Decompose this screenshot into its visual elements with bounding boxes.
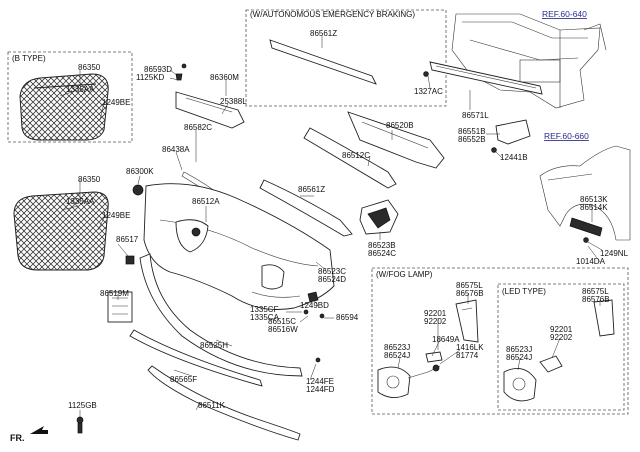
label-1244fd: 1244FD <box>306 385 335 394</box>
grille-b-type-top <box>19 73 109 141</box>
front-arrow-icon <box>30 426 48 434</box>
label-1249be-b: 1249BE <box>102 211 130 220</box>
front-carrier <box>451 13 607 109</box>
ref-60-640: REF.60-640 <box>542 9 587 19</box>
fog-lamp-box <box>371 267 629 415</box>
leader-lines <box>59 36 603 418</box>
label-86516w: 86516W <box>268 325 298 334</box>
bracket-86360m <box>175 91 245 129</box>
cover-86561z <box>259 179 353 237</box>
b-type-box <box>7 51 133 143</box>
label-fog-92201: 92201 <box>424 309 447 318</box>
label-1125gb: 1125GB <box>68 401 97 410</box>
label-1327ac: 1327AC <box>414 87 443 96</box>
label-fog-92202: 92202 <box>424 317 447 326</box>
label-86512a: 86512A <box>192 197 220 206</box>
aeb-title: (W/AUTONOMOUS EMERGENCY BRAKING) <box>250 10 415 19</box>
label-86565f: 86565F <box>170 375 197 384</box>
fog-lamp-assembly <box>377 299 479 398</box>
label-1335ca: 1335CA <box>250 313 280 322</box>
bracket-86551b <box>495 119 531 145</box>
label-led-92202: 92202 <box>550 333 573 342</box>
label-86438a: 86438A <box>162 145 190 154</box>
label-1335cf: 1335CF <box>250 305 279 314</box>
label-86519m: 86519M <box>100 289 129 298</box>
label-86515c: 86515C <box>268 317 296 326</box>
label-led-86524j: 86524J <box>506 353 532 362</box>
label-12441b: 12441B <box>500 153 528 162</box>
fog-bezel-86523b <box>359 199 399 235</box>
cover-86561z-aeb <box>269 39 377 85</box>
label-86561z-aeb: 86561Z <box>310 29 337 38</box>
label-fog-18649a: 18649A <box>432 335 460 344</box>
emblem-86300k <box>132 184 144 196</box>
led-type-box <box>497 283 625 411</box>
label-fog-86575l: 86575L <box>456 281 483 290</box>
label-fog-86576b: 86576B <box>456 289 484 298</box>
label-86552b: 86552B <box>458 135 486 144</box>
clip-86515c <box>307 291 319 303</box>
label-86360m: 86360M <box>210 73 239 82</box>
label-86561z: 86561Z <box>298 185 325 194</box>
label-86523b: 86523B <box>368 241 396 250</box>
label-86514k: 86514K <box>580 203 608 212</box>
label-led-86575l: 86575L <box>582 287 609 296</box>
label-fog-86524j: 86524J <box>384 351 410 360</box>
label-fog-1416lk: 1416LK <box>456 343 484 352</box>
label-fog-86523j: 86523J <box>384 343 410 352</box>
label-86524d: 86524D <box>318 275 346 284</box>
label-86582c: 86582C <box>184 123 212 132</box>
label-86593d: 86593D <box>144 65 172 74</box>
label-led-92201: 92201 <box>550 325 573 334</box>
label-86512c: 86512C <box>342 151 370 160</box>
fog-lamp-title: (W/FOG LAMP) <box>376 270 433 279</box>
label-1244fe: 1244FE <box>306 377 334 386</box>
label-86513k: 86513K <box>580 195 608 204</box>
clip-86517 <box>125 255 135 265</box>
label-1249be: 1249BE <box>102 98 130 107</box>
label-86300k: 86300K <box>126 167 154 176</box>
label-86511k: 86511K <box>198 401 226 410</box>
label-led-86523j: 86523J <box>506 345 532 354</box>
label-led-86576b: 86576B <box>582 295 610 304</box>
label-86525h: 86525H <box>200 341 228 350</box>
label-1249bd: 1249BD <box>300 301 329 310</box>
label-86524c: 86524C <box>368 249 396 258</box>
part-labels: 86350 1335AA 1249BE 86593D 1125KD 86360M… <box>10 29 629 443</box>
part-86513k <box>569 217 603 237</box>
bumper-beam <box>429 61 543 95</box>
aeb-box <box>245 9 447 107</box>
label-25388l: 25388L <box>220 97 247 106</box>
label-fog-81774: 81774 <box>456 351 479 360</box>
label-front: FR. <box>10 433 25 443</box>
led-fog-assembly <box>503 299 615 402</box>
label-86350: 86350 <box>78 63 101 72</box>
strip-86511k <box>147 365 301 441</box>
bumper-fascia-86512a <box>143 183 335 310</box>
ref-60-660: REF.60-660 <box>544 131 589 141</box>
label-86594: 86594 <box>336 313 359 322</box>
label-86520b: 86520B <box>386 121 414 130</box>
label-1125kd: 1125KD <box>136 73 165 82</box>
strip-86565f <box>129 329 263 387</box>
label-86517: 86517 <box>116 235 139 244</box>
label-86523c: 86523C <box>318 267 346 276</box>
label-1249nl: 1249NL <box>600 249 629 258</box>
fender <box>539 145 631 241</box>
b-type-title: (B TYPE) <box>12 54 46 63</box>
led-type-title: (LED TYPE) <box>502 287 546 296</box>
label-1335aa-b: 1335AA <box>66 197 95 206</box>
label-86551b: 86551B <box>458 127 486 136</box>
label-1335aa: 1335AA <box>66 85 95 94</box>
strip-86512c <box>303 127 397 189</box>
lip-86525h <box>139 253 303 377</box>
label-1014da: 1014DA <box>576 257 606 266</box>
label-86571l: 86571L <box>462 111 489 120</box>
grille-standard <box>13 191 109 271</box>
plate-86519m <box>107 291 133 323</box>
label-86350-b: 86350 <box>78 175 101 184</box>
